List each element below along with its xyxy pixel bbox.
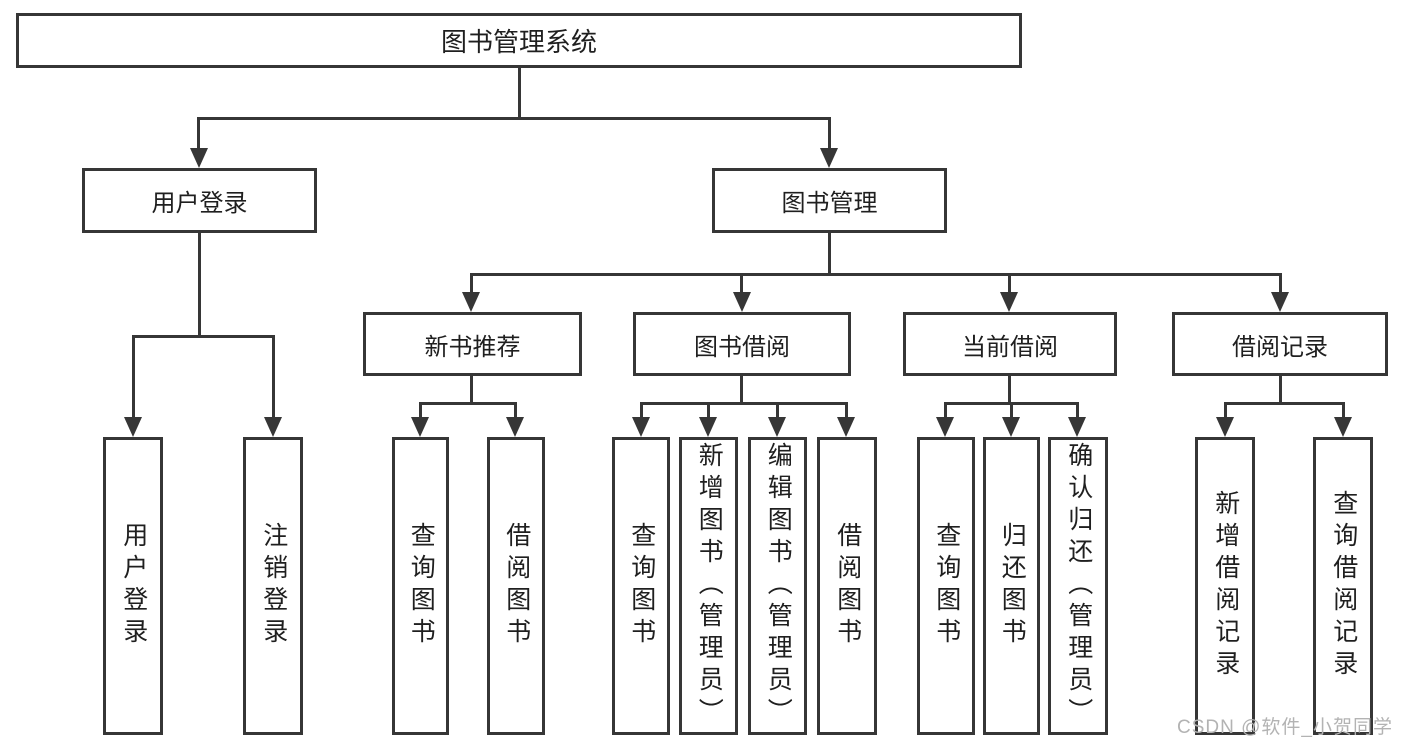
connector-stub-br-1	[1224, 402, 1227, 419]
leaf-query-books-recommend: 查询图书	[392, 437, 449, 735]
connector-level2-bar	[197, 117, 831, 120]
node-book-borrow: 图书借阅	[633, 312, 851, 376]
connector-stub-book-borrow	[740, 273, 743, 296]
connector-stub-bb-2	[707, 402, 710, 419]
node-book-management-label: 图书管理	[781, 190, 878, 217]
arrow-down-icon	[837, 417, 855, 437]
leaf-borrow-books-2-label: 借阅图书	[833, 522, 862, 650]
connector-stub-bb-3	[776, 402, 779, 419]
leaf-query-books-borrow-label: 查询图书	[627, 522, 656, 650]
connector-new-book-bar	[419, 402, 517, 405]
connector-current-borrow-down	[1008, 376, 1011, 405]
leaf-logout: 注销登录	[243, 437, 303, 735]
leaf-edit-book-admin: 编辑图书（管理员）	[748, 437, 807, 735]
connector-stub-leaf-logout	[272, 335, 275, 419]
connector-borrow-records-down	[1279, 376, 1282, 405]
connector-stub-nb-2	[514, 402, 517, 419]
node-book-management: 图书管理	[712, 168, 947, 233]
connector-stub-borrow-records	[1279, 273, 1282, 296]
leaf-borrow-books-recommend-label: 借阅图书	[502, 522, 531, 650]
leaf-add-borrow-record-label: 新增借阅记录	[1211, 490, 1240, 682]
arrow-down-icon	[1002, 417, 1020, 437]
leaf-borrow-books-recommend: 借阅图书	[487, 437, 545, 735]
leaf-logout-label: 注销登录	[259, 522, 288, 650]
arrow-down-icon	[411, 417, 429, 437]
arrow-down-icon	[462, 292, 480, 312]
connector-new-book-down	[470, 376, 473, 405]
leaf-return-book: 归还图书	[983, 437, 1040, 735]
connector-stub-cb-3	[1076, 402, 1079, 419]
leaf-user-login: 用户登录	[103, 437, 163, 735]
node-root-label: 图书管理系统	[440, 27, 597, 57]
connector-book-borrow-down	[740, 376, 743, 405]
arrow-down-icon	[699, 417, 717, 437]
node-current-borrow-label: 当前借阅	[962, 333, 1058, 361]
connector-stub-cb-2	[1010, 402, 1013, 419]
leaf-query-borrow-record: 查询借阅记录	[1313, 437, 1373, 735]
arrow-down-icon	[768, 417, 786, 437]
arrow-down-icon	[190, 148, 208, 168]
node-book-borrow-label: 图书借阅	[694, 333, 790, 361]
connector-stub-bb-1	[640, 402, 643, 419]
arrow-down-icon	[1334, 417, 1352, 437]
arrow-down-icon	[1216, 417, 1234, 437]
connector-user-login-bar	[132, 335, 275, 338]
leaf-query-books-current-label: 查询图书	[932, 522, 961, 650]
leaf-borrow-books-2: 借阅图书	[817, 437, 877, 735]
connector-stub-nb-1	[419, 402, 422, 419]
arrow-down-icon	[124, 417, 142, 437]
node-current-borrow: 当前借阅	[903, 312, 1117, 376]
connector-user-login-down	[198, 233, 201, 337]
leaf-confirm-return-admin-label: 确认归还（管理员）	[1064, 442, 1093, 730]
connector-book-management-down	[828, 233, 831, 275]
connector-stub-bb-4	[845, 402, 848, 419]
node-borrow-records-label: 借阅记录	[1232, 333, 1328, 361]
arrow-down-icon	[733, 292, 751, 312]
connector-stub-book-management	[828, 117, 831, 150]
leaf-return-book-label: 归还图书	[998, 522, 1027, 650]
node-root: 图书管理系统	[16, 13, 1022, 68]
leaf-add-book-admin-label: 新增图书（管理员）	[695, 442, 724, 730]
node-user-login-label: 用户登录	[151, 190, 248, 217]
connector-stub-current-borrow	[1008, 273, 1011, 296]
connector-stub-cb-1	[944, 402, 947, 419]
node-borrow-records: 借阅记录	[1172, 312, 1388, 376]
leaf-confirm-return-admin: 确认归还（管理员）	[1048, 437, 1108, 735]
node-new-book-recommend: 新书推荐	[363, 312, 582, 376]
leaf-query-books-borrow: 查询图书	[612, 437, 670, 735]
connector-stub-leaf-user-login	[132, 335, 135, 419]
leaf-user-login-label: 用户登录	[119, 522, 148, 650]
arrow-down-icon	[820, 148, 838, 168]
connector-borrow-records-bar	[1224, 402, 1345, 405]
csdn-watermark: CSDN @软件_小贺同学	[1177, 717, 1393, 738]
arrow-down-icon	[936, 417, 954, 437]
leaf-edit-book-admin-label: 编辑图书（管理员）	[764, 442, 793, 730]
arrow-down-icon	[1271, 292, 1289, 312]
leaf-query-books-current: 查询图书	[917, 437, 975, 735]
leaf-add-borrow-record: 新增借阅记录	[1195, 437, 1255, 735]
connector-book-borrow-bar	[640, 402, 848, 405]
connector-stub-user-login	[197, 117, 200, 150]
leaf-query-borrow-record-label: 查询借阅记录	[1329, 490, 1358, 682]
leaf-add-book-admin: 新增图书（管理员）	[679, 437, 738, 735]
connector-stub-br-2	[1342, 402, 1345, 419]
node-new-book-recommend-label: 新书推荐	[424, 333, 521, 361]
arrow-down-icon	[264, 417, 282, 437]
connector-level3-bar	[470, 273, 1282, 276]
arrow-down-icon	[632, 417, 650, 437]
node-user-login: 用户登录	[82, 168, 317, 233]
arrow-down-icon	[506, 417, 524, 437]
connector-root-down	[518, 68, 521, 119]
arrow-down-icon	[1068, 417, 1086, 437]
leaf-query-books-recommend-label: 查询图书	[407, 522, 436, 650]
arrow-down-icon	[1000, 292, 1018, 312]
connector-stub-new-book	[470, 273, 473, 296]
